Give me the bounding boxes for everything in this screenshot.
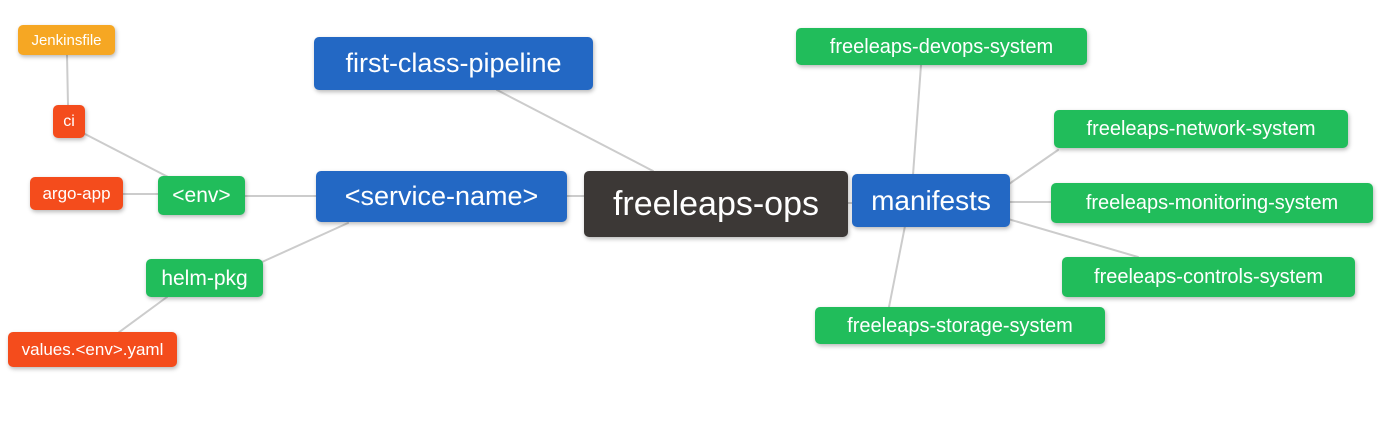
node-argo-app[interactable]: argo-app bbox=[30, 177, 123, 210]
node-argo-app-label: argo-app bbox=[42, 184, 111, 203]
edge-helm-pkg-values bbox=[117, 296, 168, 334]
node-freeleaps-storage-system[interactable]: freeleaps-storage-system bbox=[815, 307, 1105, 344]
node-freeleaps-ops[interactable]: freeleaps-ops bbox=[584, 171, 848, 237]
node-freeleaps-storage-system-label: freeleaps-storage-system bbox=[847, 314, 1073, 337]
node-service-name[interactable]: <service-name> bbox=[316, 171, 567, 222]
node-manifests-label: manifests bbox=[871, 184, 991, 216]
node-values-env-yaml-label: values.<env>.yaml bbox=[21, 340, 164, 359]
node-freeleaps-network-system[interactable]: freeleaps-network-system bbox=[1054, 110, 1348, 148]
node-freeleaps-ops-label: freeleaps-ops bbox=[612, 185, 819, 223]
edge-jenkinsfile-ci bbox=[66, 54, 69, 106]
node-freeleaps-monitoring-system-label: freeleaps-monitoring-system bbox=[1085, 192, 1339, 214]
edge-manifests-network bbox=[1008, 149, 1059, 185]
edge-manifests-devops bbox=[912, 64, 922, 176]
edge-ci-env bbox=[82, 132, 171, 179]
node-freeleaps-devops-system-label: freeleaps-devops-system bbox=[829, 35, 1054, 58]
node-first-class-pipeline-label: first-class-pipeline bbox=[345, 48, 562, 78]
node-values-env-yaml[interactable]: values.<env>.yaml bbox=[8, 332, 177, 367]
node-freeleaps-devops-system[interactable]: freeleaps-devops-system bbox=[796, 28, 1087, 65]
node-env[interactable]: <env> bbox=[158, 176, 245, 215]
node-freeleaps-network-system-label: freeleaps-network-system bbox=[1086, 118, 1316, 140]
edge-manifests-storage bbox=[888, 225, 906, 308]
edge-service-name-helm-pkg bbox=[261, 222, 349, 263]
edge-manifests-controls bbox=[1007, 218, 1139, 258]
node-freeleaps-controls-system-label: freeleaps-controls-system bbox=[1094, 266, 1323, 288]
node-ci-label: ci bbox=[63, 112, 75, 130]
node-first-class-pipeline[interactable]: first-class-pipeline bbox=[314, 37, 593, 90]
node-ci[interactable]: ci bbox=[53, 105, 85, 138]
node-env-label: <env> bbox=[172, 184, 231, 207]
node-helm-pkg[interactable]: helm-pkg bbox=[146, 259, 263, 297]
node-freeleaps-controls-system[interactable]: freeleaps-controls-system bbox=[1062, 257, 1355, 297]
node-freeleaps-monitoring-system[interactable]: freeleaps-monitoring-system bbox=[1051, 183, 1373, 223]
node-manifests[interactable]: manifests bbox=[852, 174, 1010, 227]
node-jenkinsfile-label: Jenkinsfile bbox=[31, 31, 102, 49]
node-service-name-label: <service-name> bbox=[344, 181, 539, 211]
node-helm-pkg-label: helm-pkg bbox=[161, 266, 248, 290]
node-jenkinsfile[interactable]: Jenkinsfile bbox=[18, 25, 115, 55]
edge-pipeline-freeleaps-ops bbox=[496, 89, 654, 172]
